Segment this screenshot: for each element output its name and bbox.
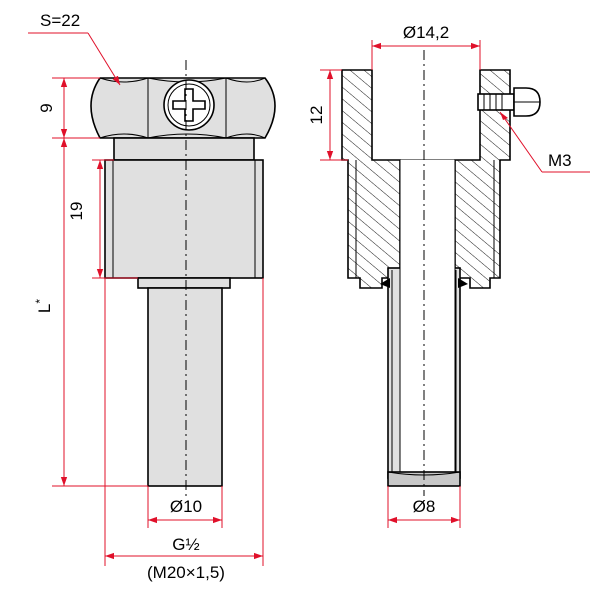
- tube: [147, 287, 223, 487]
- external-view: [90, 60, 276, 498]
- neck: [113, 137, 255, 161]
- hex-size-label: S=22: [40, 11, 80, 30]
- thread-metric-label: (M20×1,5): [147, 563, 225, 582]
- screw-label: M3: [548, 151, 572, 170]
- hex-height-label: 9: [37, 103, 56, 112]
- tube-diameter-right-label: Ø8: [413, 497, 436, 516]
- bore-diameter-label: Ø14,2: [403, 23, 449, 42]
- tube-diameter-left-label: Ø10: [170, 497, 202, 516]
- right-dimensions: Ø14,2 12 M3 Ø8: [307, 23, 590, 528]
- thread-type-label: G½: [172, 535, 199, 554]
- weld-left: [380, 278, 390, 288]
- thread-section: [104, 159, 264, 279]
- total-length-label: L*: [33, 299, 54, 313]
- undercut: [137, 277, 231, 289]
- phillips-cross-icon: [172, 88, 206, 122]
- bore-depth-label: 12: [307, 106, 326, 125]
- weld-right: [458, 278, 468, 288]
- section-view: [341, 50, 541, 496]
- left-wall-section: [341, 69, 401, 289]
- thread-length-label: 19: [67, 202, 86, 221]
- left-dimensions: S=22 9 19 L* Ø10 G½ (M20×1,5): [28, 11, 264, 582]
